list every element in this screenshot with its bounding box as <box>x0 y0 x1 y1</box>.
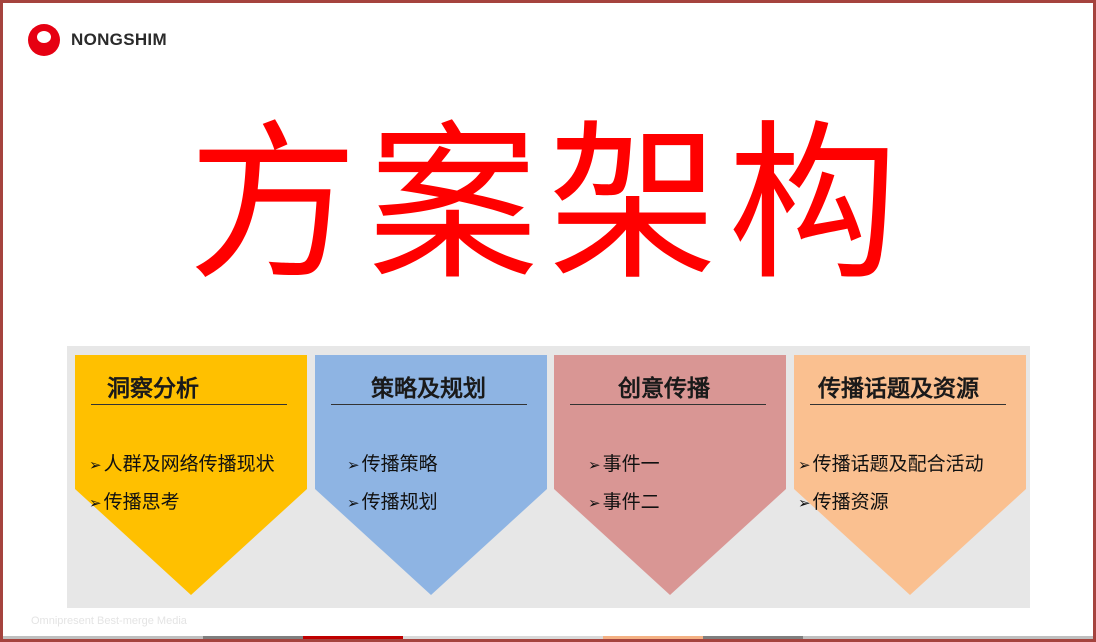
footer-strip <box>303 636 403 639</box>
nongshim-logo-icon <box>28 24 60 56</box>
footer-strip <box>203 636 303 639</box>
arrow-bullet-icon: ➢ <box>588 456 601 474</box>
footer-strip <box>603 636 703 639</box>
pillar-heading: 创意传播 <box>618 376 710 402</box>
footer-strip <box>403 636 603 639</box>
list-item: ➢传播策略 <box>347 453 438 475</box>
pillar-strategy: 策略及规划 ➢传播策略 ➢传播规划 <box>315 355 547 597</box>
footer-strip <box>803 636 1093 639</box>
heading-underline <box>810 404 1006 405</box>
pillar-topics-resources: 传播话题及资源 ➢传播话题及配合活动 ➢传播资源 <box>794 355 1026 597</box>
brand-name: NONGSHIM <box>71 30 167 49</box>
footer-note: Omnipresent Best-merge Media <box>31 615 187 627</box>
list-item: ➢传播话题及配合活动 <box>798 453 984 475</box>
list-item: ➢传播规划 <box>347 491 438 513</box>
arrow-bullet-icon: ➢ <box>89 456 102 474</box>
pillar-insight: 洞察分析 ➢人群及网络传播现状 ➢传播思考 <box>75 355 307 597</box>
footer-strip <box>703 636 803 639</box>
heading-underline <box>91 404 287 405</box>
arrow-bullet-icon: ➢ <box>89 494 102 512</box>
list-item: ➢传播思考 <box>89 491 180 513</box>
footer-strip <box>3 636 203 639</box>
list-item: ➢事件二 <box>588 491 660 513</box>
pillar-creative: 创意传播 ➢事件一 ➢事件二 <box>554 355 786 597</box>
heading-underline <box>331 404 527 405</box>
heading-underline <box>570 404 766 405</box>
arrow-bullet-icon: ➢ <box>588 494 601 512</box>
list-item: ➢人群及网络传播现状 <box>89 453 275 475</box>
brand-logo: NONGSHIM <box>27 23 167 57</box>
pillar-heading: 策略及规划 <box>371 376 486 402</box>
list-item: ➢传播资源 <box>798 491 889 513</box>
arrow-bullet-icon: ➢ <box>347 494 360 512</box>
arrow-bullet-icon: ➢ <box>798 456 811 474</box>
pillar-shape <box>794 355 1026 595</box>
arrow-bullet-icon: ➢ <box>347 456 360 474</box>
arrow-bullet-icon: ➢ <box>798 494 811 512</box>
list-item: ➢事件一 <box>588 453 660 475</box>
pillar-shape <box>75 355 307 595</box>
pillar-shape <box>554 355 786 595</box>
pillar-heading: 传播话题及资源 <box>818 376 979 402</box>
pillar-heading: 洞察分析 <box>107 376 199 402</box>
pillar-shape <box>315 355 547 595</box>
page-title: 方案架构 <box>187 106 908 304</box>
